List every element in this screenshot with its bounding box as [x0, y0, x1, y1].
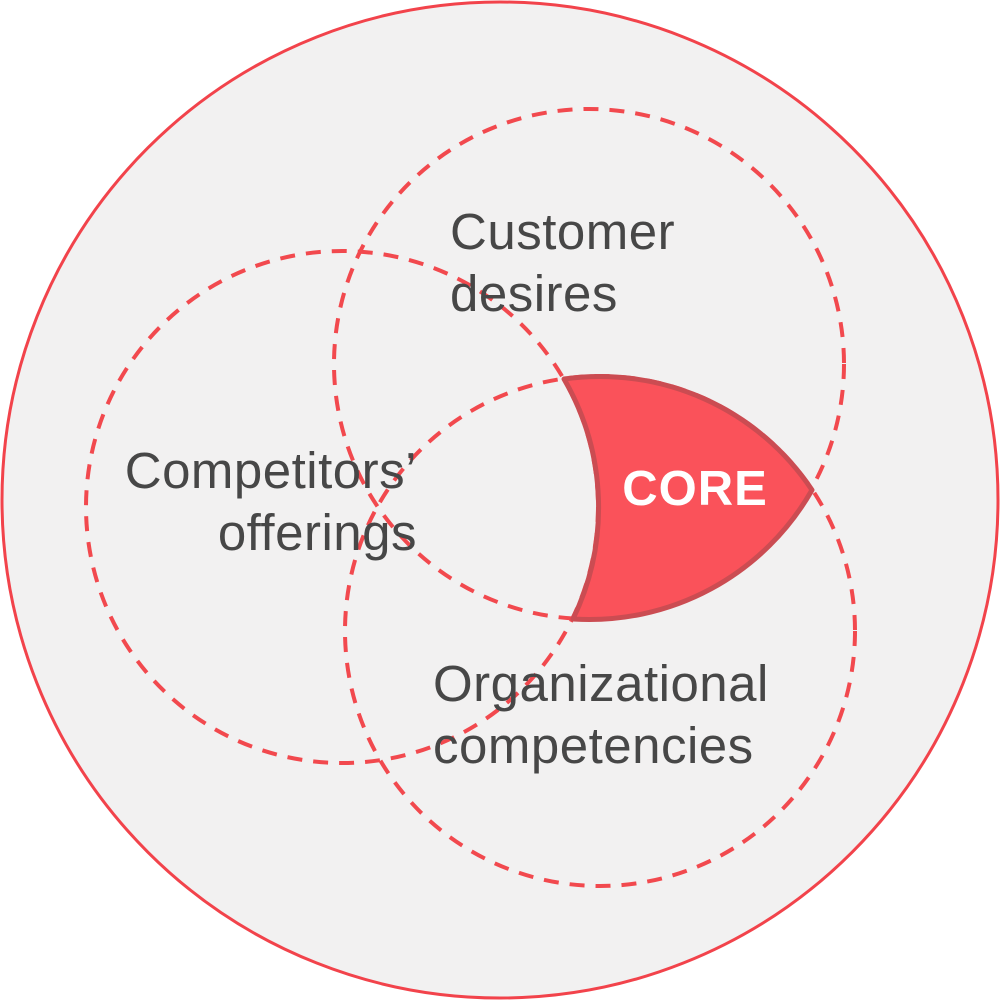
label-customer-desires: Customer desires	[450, 203, 676, 322]
label-organizational-competencies: Organizational competencies	[433, 655, 769, 774]
core-label: CORE	[622, 461, 768, 516]
label-competitors-offerings: Competitors’ offerings	[124, 442, 417, 561]
core-intersection-shape	[561, 373, 815, 623]
